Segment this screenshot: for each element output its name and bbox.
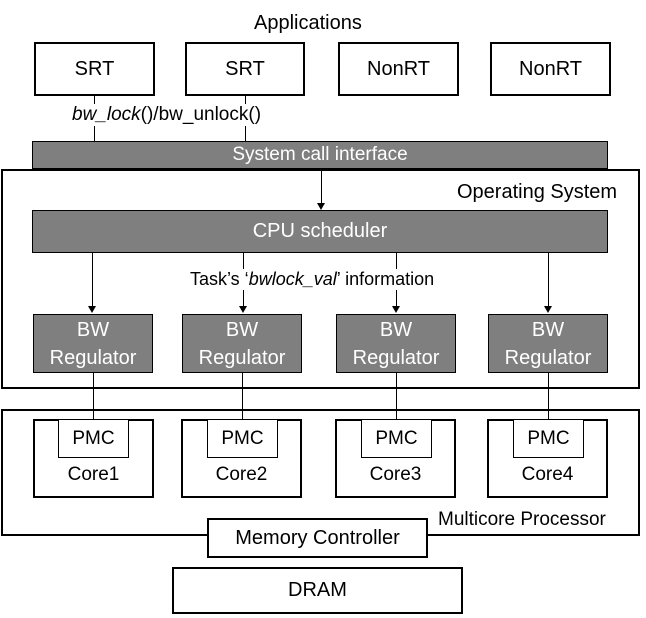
core-2: PMC Core2: [181, 419, 302, 498]
syscall-interface-bar: System call interface: [32, 141, 608, 169]
core-label: Core3: [369, 464, 422, 485]
connector-line: [92, 253, 93, 308]
core-label: Core4: [521, 464, 574, 485]
connector-line: [396, 373, 397, 419]
regulator-line1: BW: [76, 318, 110, 341]
api-label: bw_lock()/bw_unlock(): [72, 104, 262, 126]
os-label: Operating System: [457, 181, 618, 203]
syscall-label: System call interface: [232, 144, 408, 165]
core-4: PMC Core4: [487, 419, 608, 498]
regulator-line2: Regulator: [504, 346, 592, 369]
scheduler-label: CPU scheduler: [252, 220, 388, 242]
arrow-head: [544, 306, 552, 313]
connector-line: [548, 373, 549, 419]
pmc-box: PMC: [361, 419, 432, 458]
regulator-line1: BW: [531, 318, 565, 341]
applications-title: Applications: [254, 12, 362, 34]
bw-regulator-4: BW Regulator: [488, 314, 608, 373]
core-label: Core2: [215, 464, 268, 485]
memory-controller-label: Memory Controller: [235, 526, 400, 549]
regulator-line2: Regulator: [352, 346, 440, 369]
app-label: SRT: [225, 57, 265, 80]
regulator-line1: BW: [225, 318, 259, 341]
arrow-head: [88, 306, 96, 313]
app-box-srt-1: SRT: [34, 42, 155, 96]
core-1: PMC Core1: [33, 419, 154, 498]
connector-line: [93, 373, 94, 419]
task-info-prefix: Task’s ‘: [190, 269, 249, 289]
bw-regulator-3: BW Regulator: [336, 314, 456, 373]
app-box-srt-2: SRT: [185, 42, 305, 96]
bw-regulator-2: BW Regulator: [182, 314, 302, 373]
dram-label: DRAM: [288, 579, 347, 601]
connector-line: [242, 373, 243, 419]
processor-label: Multicore Processor: [438, 509, 606, 530]
task-info-italic: bwlock_val: [248, 269, 337, 289]
arrow-head: [317, 203, 325, 210]
connector-line: [321, 169, 322, 205]
cpu-scheduler-box: CPU scheduler: [32, 210, 608, 253]
bw-regulator-1: BW Regulator: [33, 314, 153, 373]
core-3: PMC Core3: [335, 419, 456, 498]
regulator-line2: Regulator: [198, 346, 286, 369]
task-info-suffix: ’ information: [336, 269, 435, 289]
app-box-nonrt-2: NonRT: [490, 42, 611, 96]
app-box-nonrt-1: NonRT: [338, 42, 459, 96]
pmc-label: PMC: [527, 427, 570, 449]
task-info-label: Task’s ‘bwlock_val’ information: [188, 269, 437, 290]
operating-system-container: [1, 169, 640, 389]
app-label: SRT: [74, 57, 115, 80]
pmc-label: PMC: [375, 427, 418, 449]
app-label: NonRT: [367, 57, 430, 80]
pmc-label: PMC: [221, 427, 264, 449]
arrow-head: [239, 306, 247, 313]
memory-controller-box: Memory Controller: [207, 518, 428, 558]
arrow-head: [392, 306, 400, 313]
pmc-box: PMC: [207, 419, 278, 458]
regulator-line1: BW: [379, 318, 413, 341]
pmc-box: PMC: [58, 419, 129, 458]
dram-box: DRAM: [172, 567, 463, 614]
api-label-italic: bw_lock: [72, 104, 141, 125]
pmc-box: PMC: [513, 419, 584, 458]
connector-line: [548, 253, 549, 308]
app-label: NonRT: [519, 57, 582, 80]
core-label: Core1: [67, 464, 120, 485]
api-label-rest: ()/bw_unlock(): [140, 104, 262, 125]
pmc-label: PMC: [72, 427, 115, 449]
regulator-line2: Regulator: [49, 346, 137, 369]
